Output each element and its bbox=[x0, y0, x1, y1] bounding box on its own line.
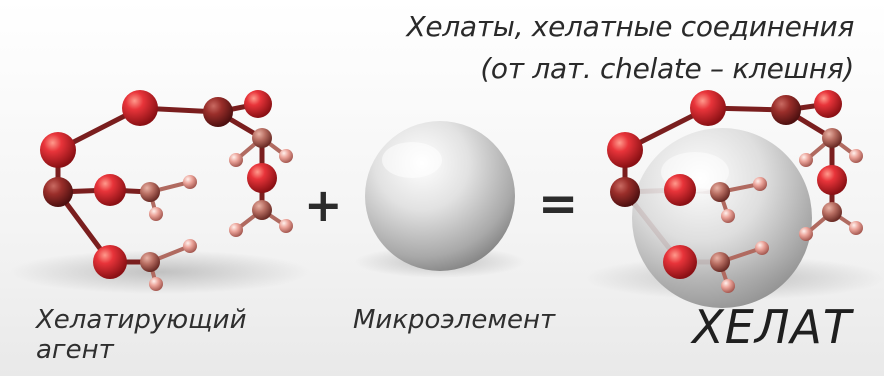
agent-atoms bbox=[40, 90, 293, 291]
heading-line-2: (от лат. chelate – клешня) bbox=[480, 52, 854, 85]
chelate-molecule bbox=[607, 90, 863, 308]
chelating-agent-label-line-2: агент bbox=[36, 335, 114, 365]
microelement-sphere bbox=[365, 121, 515, 271]
microelement-label: Микроэлемент bbox=[353, 305, 556, 335]
chelate-label: ХЕЛАТ bbox=[692, 300, 852, 354]
chelating-agent-label-line-1: Хелатирующий bbox=[36, 305, 247, 335]
chelating-agent-molecule bbox=[55, 101, 265, 265]
heading-line-1: Хелаты, хелатные соединения bbox=[406, 10, 855, 43]
equals-sign: = bbox=[538, 176, 579, 232]
plus-sign: + bbox=[304, 178, 343, 232]
